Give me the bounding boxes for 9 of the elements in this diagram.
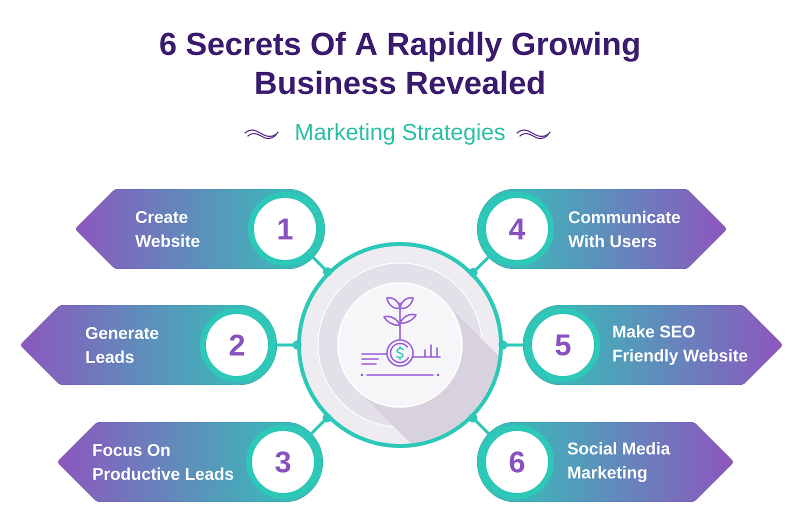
connector bbox=[274, 340, 302, 350]
connector bbox=[308, 413, 332, 437]
title: 6 Secrets Of A Rapidly Growing Business Revealed bbox=[160, 32, 639, 94]
connector bbox=[468, 413, 492, 437]
subtitle: Marketing Strategies bbox=[296, 123, 505, 145]
hub-circle bbox=[297, 242, 503, 448]
connector bbox=[310, 254, 332, 276]
connector bbox=[468, 254, 492, 277]
connector bbox=[498, 340, 526, 350]
